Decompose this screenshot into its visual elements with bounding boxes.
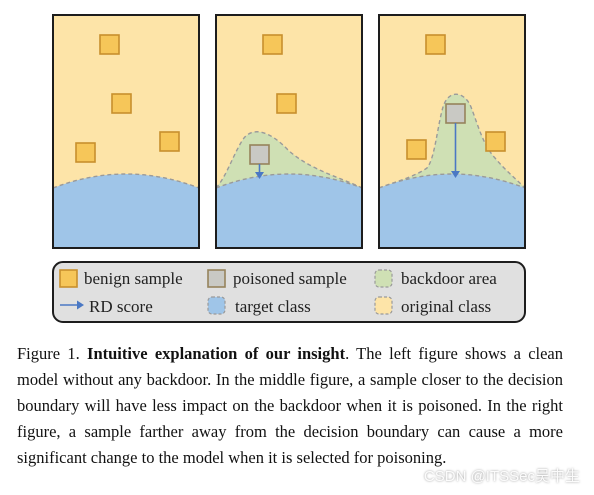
panel-far-boundary	[378, 14, 526, 249]
legend: benign sample poisoned sample backdoor a…	[52, 261, 526, 323]
rd-score-arrowhead	[255, 172, 264, 179]
benign-sample-square	[425, 34, 446, 55]
benign-sample-square	[406, 139, 427, 160]
caption-body: . The left figure shows a clean model wi…	[17, 344, 563, 467]
benign-sample-square	[276, 93, 297, 114]
benign-sample-square	[159, 131, 180, 152]
benign-sample-square	[99, 34, 120, 55]
backdoor-area-outline	[378, 93, 526, 189]
benign-sample-square	[111, 93, 132, 114]
backdoor-area-outline	[215, 131, 363, 189]
legend-original-swatch	[374, 296, 393, 315]
legend-box	[52, 261, 526, 323]
target-class-region	[216, 174, 362, 248]
legend-target-label: target class	[235, 297, 311, 316]
watermark-text: CSDN @ITSSec吴中生	[423, 468, 580, 485]
legend-original-label: original class	[401, 297, 491, 316]
benign-sample-square	[485, 131, 506, 152]
backdoor-area	[379, 94, 525, 188]
figure-caption: Figure 1. Intuitive explanation of our i…	[17, 341, 563, 471]
legend-rd-label: RD score	[89, 297, 153, 316]
decision-boundary	[215, 173, 363, 189]
rd-score-arrowhead	[451, 171, 460, 178]
caption-bold-title: Intuitive explanation of our insight	[87, 344, 346, 363]
panel-border	[52, 14, 200, 249]
legend-target-swatch	[207, 296, 226, 315]
legend-benign-label: benign sample	[84, 269, 183, 288]
legend-backdoor-swatch	[374, 269, 393, 288]
decision-boundary	[378, 173, 526, 189]
caption-prefix: Figure 1.	[17, 344, 88, 363]
panel-border	[378, 14, 526, 249]
legend-poisoned-label: poisoned sample	[233, 269, 347, 288]
decision-boundary	[52, 173, 200, 189]
target-class-region	[53, 174, 199, 248]
benign-sample-square	[262, 34, 283, 55]
legend-poisoned-swatch	[207, 269, 226, 288]
panel-clean-model	[52, 14, 200, 249]
legend-rd-arrowhead	[77, 300, 84, 310]
poisoned-sample-square	[445, 103, 466, 124]
target-class-region	[379, 174, 525, 248]
legend-benign-swatch	[59, 269, 78, 288]
legend-backdoor-label: backdoor area	[401, 269, 497, 288]
panel-near-boundary	[215, 14, 363, 249]
insight-diagram: benign sample poisoned sample backdoor a…	[52, 14, 526, 323]
panel-border	[215, 14, 363, 249]
benign-sample-square	[75, 142, 96, 163]
poisoned-sample-square	[249, 144, 270, 165]
